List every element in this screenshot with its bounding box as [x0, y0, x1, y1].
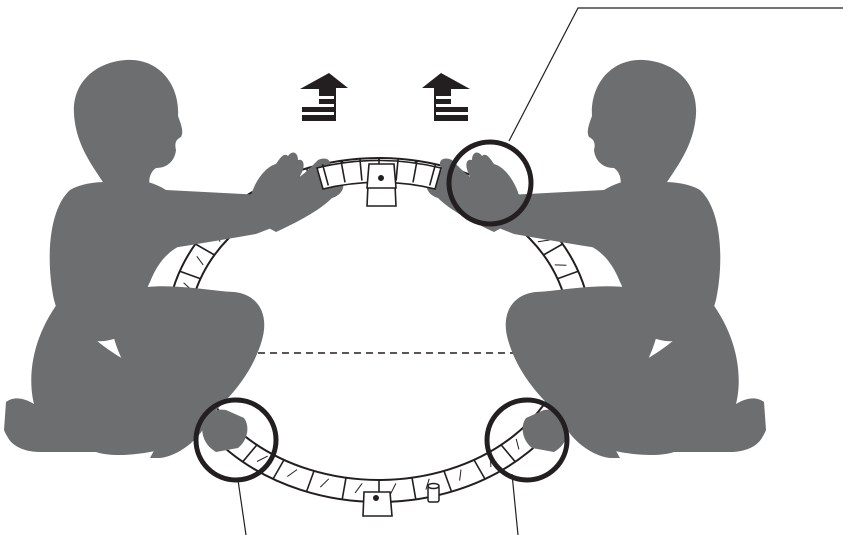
- lift-arrow-left-icon: [300, 73, 348, 121]
- callout-leader-top: [508, 7, 843, 142]
- frame-pad-divider: [321, 163, 330, 186]
- leg-socket: [427, 482, 440, 503]
- frame-pad-divider: [395, 158, 399, 181]
- hinge-bracket-bottom: [362, 491, 393, 517]
- frame-strap-mark: [287, 469, 298, 477]
- frame-pad-divider: [341, 477, 347, 500]
- frame-pad-divider: [412, 160, 418, 183]
- frame-pad-divider: [195, 243, 215, 256]
- callout-leader-bottom-left: [237, 479, 247, 535]
- callout-leader-bottom-right: [511, 473, 519, 535]
- detail-circle-bottom-left-icon: [193, 397, 279, 483]
- frame-pad-divider: [242, 444, 258, 463]
- frame-strap-mark: [515, 438, 520, 450]
- frame-pad-divider: [557, 270, 579, 280]
- frame-pad-divider: [340, 160, 346, 183]
- callout-leader-lines: [237, 7, 843, 535]
- frame-front-arc: [316, 158, 442, 190]
- frame-strap-mark: [425, 478, 430, 490]
- detail-circle-bottom-right-icon: [484, 397, 570, 483]
- frame-strap-mark: [354, 483, 363, 494]
- detail-circle-top-right-icon: [446, 139, 534, 227]
- hinge-bolt: [377, 175, 384, 182]
- frame-pad-divider: [272, 459, 285, 480]
- frame-pad-divider: [500, 444, 516, 463]
- frame-strap-mark: [459, 469, 462, 481]
- frame-strap-mark: [256, 455, 268, 462]
- frame-pad-divider: [473, 459, 486, 480]
- frame-strap-mark: [390, 483, 397, 494]
- frame-pad-divider: [428, 163, 437, 186]
- frame-pad-divider: [411, 477, 417, 500]
- frame-pad-divider: [543, 243, 563, 256]
- lift-arrow-right-icon: [422, 73, 470, 121]
- frame-pad-divider: [179, 270, 201, 280]
- frame-pad-divider: [443, 470, 453, 492]
- person-right-figure-icon: [423, 59, 766, 458]
- frame-pad-divider: [359, 158, 363, 181]
- frame-strap-mark: [319, 478, 330, 488]
- frame-strap-mark: [537, 239, 550, 243]
- frame-strap-mark: [196, 256, 204, 266]
- person-left-figure-icon: [4, 59, 347, 458]
- frame-pad-divider: [305, 470, 315, 492]
